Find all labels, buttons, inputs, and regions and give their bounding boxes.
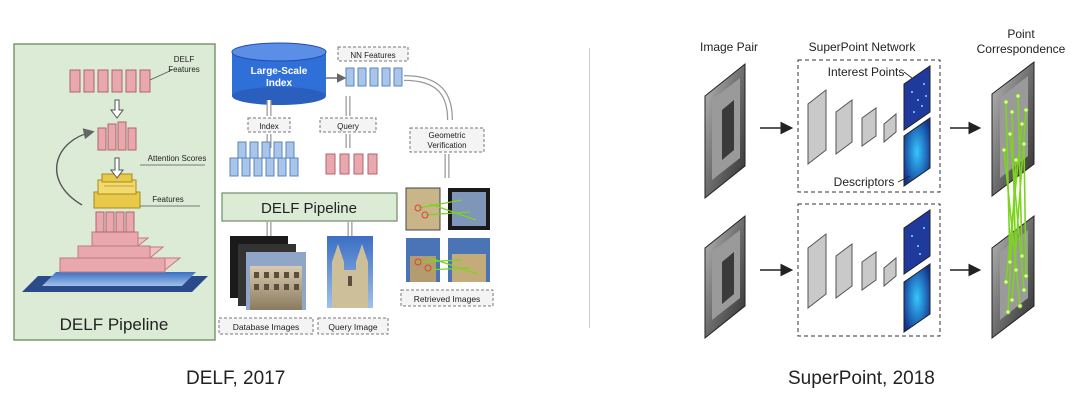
- retrieved-images-label: Retrieved Images: [414, 294, 481, 304]
- interest-points-head-top: [903, 65, 931, 131]
- encoder-layers-top: [807, 88, 897, 166]
- retrieved-images: [405, 187, 490, 282]
- up-arrows: [110, 99, 124, 179]
- query-feature-blocks: [325, 153, 378, 175]
- database-images-label: Database Images: [233, 322, 300, 332]
- nn-feature-blocks: [345, 67, 403, 87]
- delf-pipeline-box-label: DELF Pipeline: [261, 200, 357, 217]
- delf-feature-blocks: [69, 69, 151, 93]
- mid-feature-blocks: [97, 121, 137, 151]
- encoder-layers-bottom: [807, 232, 897, 310]
- superpoint-diagram: Image Pair SuperPoint Network Point Corr…: [700, 27, 1066, 340]
- descriptors-head-bottom: [903, 263, 931, 333]
- interest-points-label: Interest Points: [828, 65, 905, 79]
- database-images: [230, 236, 306, 310]
- feature-pyramid: [58, 231, 182, 273]
- match-points: [1001, 93, 1029, 315]
- delf-panel-title: DELF Pipeline: [60, 315, 169, 334]
- delf-diagram: DELF Features Attention Scores Features …: [13, 42, 494, 341]
- delf-features-label-2: Features: [168, 65, 200, 74]
- delf-pipeline-box: [221, 192, 398, 222]
- descriptors-head-top: [903, 117, 931, 187]
- input-image-base: [22, 272, 208, 292]
- curved-arrow: [55, 128, 95, 206]
- network-box-top: [797, 59, 941, 193]
- delf-features-label-1: DELF: [174, 55, 195, 64]
- section-divider: [589, 48, 590, 328]
- query-label: Query: [337, 122, 359, 131]
- image-pair-label: Image Pair: [700, 40, 758, 54]
- index-feature-blocks: [229, 141, 299, 177]
- large-scale-label-2: Index: [266, 78, 293, 89]
- point-correspondence-label-2: Correspondence: [977, 42, 1066, 56]
- large-scale-label-1: Large-Scale: [251, 66, 308, 77]
- delf-caption: DELF, 2017: [186, 368, 286, 389]
- superpoint-caption: SuperPoint, 2018: [788, 368, 935, 389]
- descriptors-label: Descriptors: [834, 175, 895, 189]
- query-image-label: Query Image: [328, 322, 377, 332]
- network-box-bottom: [797, 203, 941, 337]
- image-pair-bottom: [704, 214, 746, 340]
- image-pair-top: [704, 62, 746, 200]
- point-correspondence-label-1: Point: [1007, 27, 1035, 41]
- feature-blocks: [95, 211, 135, 233]
- query-image: [327, 236, 373, 308]
- index-label: Index: [259, 122, 279, 131]
- nn-features-label: NN Features: [350, 51, 395, 60]
- geometric-label-1: Geometric: [429, 131, 466, 140]
- superpoint-network-label: SuperPoint Network: [809, 40, 917, 54]
- interest-points-head-bottom: [903, 209, 931, 275]
- large-scale-index: Large-Scale Index: [231, 42, 327, 105]
- geometric-label-2: Verification: [427, 141, 466, 150]
- attention-scores-label: Attention Scores: [148, 154, 207, 163]
- features-label: Features: [152, 195, 184, 204]
